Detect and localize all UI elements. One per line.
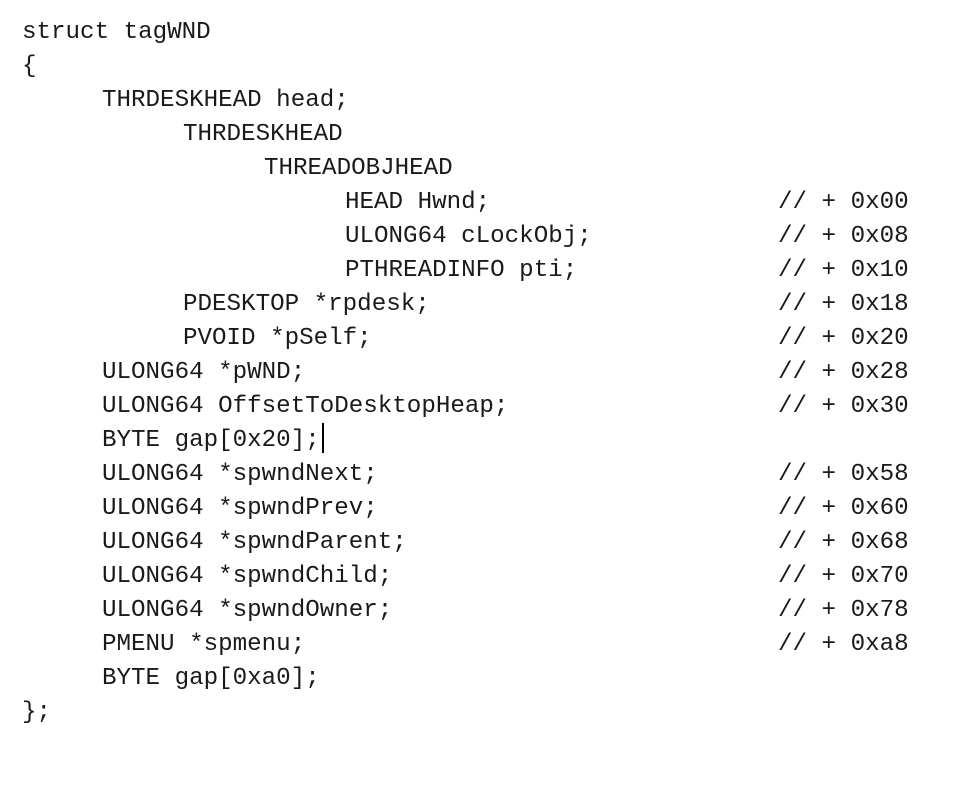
offset-comment: // + 0xa8 [778, 631, 909, 658]
text-caret[interactable] [321, 422, 324, 453]
code-text: ULONG64 *spwndChild; [102, 563, 393, 590]
code-line: BYTE gap[0xa0]; [0, 662, 320, 696]
code-line: BYTE gap[0x20]; [0, 422, 324, 458]
code-text: THRDESKHEAD head; [102, 87, 349, 114]
code-line: ULONG64 cLockObj; // + 0x08 [0, 220, 909, 254]
offset-comment: // + 0x58 [778, 461, 909, 488]
code-text: ULONG64 *pWND; [102, 359, 306, 386]
offset-comment: // + 0x68 [778, 529, 909, 556]
code-text: ULONG64 cLockObj; [345, 223, 592, 250]
code-line: HEAD Hwnd; // + 0x00 [0, 186, 909, 220]
offset-comment: // + 0x08 [778, 223, 909, 250]
code-line: ULONG64 *spwndParent; // + 0x68 [0, 526, 909, 560]
code-listing: struct tagWND { THRDESKHEAD head; THRDES… [0, 16, 909, 730]
code-line: PTHREADINFO pti; // + 0x10 [0, 254, 909, 288]
code-text: ULONG64 OffsetToDesktopHeap; [102, 393, 509, 420]
code-line: { [0, 50, 58, 84]
code-text: THREADOBJHEAD [264, 155, 453, 182]
offset-comment: // + 0x20 [778, 325, 909, 352]
code-line: THRDESKHEAD [0, 118, 343, 152]
code-text-with-caret: BYTE gap[0x20]; [102, 422, 324, 458]
code-line: PVOID *pSelf; // + 0x20 [0, 322, 909, 356]
code-text: BYTE gap[0x20]; [102, 427, 320, 454]
code-text: PVOID *pSelf; [183, 325, 372, 352]
code-text: PTHREADINFO pti; [345, 257, 578, 284]
offset-comment: // + 0x18 [778, 291, 909, 318]
code-text: ULONG64 *spwndPrev; [102, 495, 378, 522]
code-line: ULONG64 *spwndPrev; // + 0x60 [0, 492, 909, 526]
code-text: struct tagWND [22, 19, 211, 46]
code-text: { [22, 53, 37, 80]
code-text: }; [22, 699, 52, 726]
code-text: ULONG64 *spwndNext; [102, 461, 378, 488]
offset-comment: // + 0x60 [778, 495, 909, 522]
code-text: PMENU *spmenu; [102, 631, 306, 658]
code-line: PMENU *spmenu; // + 0xa8 [0, 628, 909, 662]
code-line: ULONG64 *spwndOwner; // + 0x78 [0, 594, 909, 628]
code-text: HEAD Hwnd; [345, 189, 491, 216]
offset-comment: // + 0x78 [778, 597, 909, 624]
code-text: ULONG64 *spwndParent; [102, 529, 407, 556]
code-text: ULONG64 *spwndOwner; [102, 597, 393, 624]
offset-comment: // + 0x28 [778, 359, 909, 386]
code-line: THRDESKHEAD head; [0, 84, 349, 118]
offset-comment: // + 0x70 [778, 563, 909, 590]
offset-comment: // + 0x30 [778, 393, 909, 420]
code-line: ULONG64 *pWND; // + 0x28 [0, 356, 909, 390]
offset-comment: // + 0x00 [778, 189, 909, 216]
code-line: struct tagWND [0, 16, 211, 50]
code-line: PDESKTOP *rpdesk; // + 0x18 [0, 288, 909, 322]
code-text: PDESKTOP *rpdesk; [183, 291, 430, 318]
code-line: THREADOBJHEAD [0, 152, 453, 186]
code-line: ULONG64 *spwndNext; // + 0x58 [0, 458, 909, 492]
code-text: THRDESKHEAD [183, 121, 343, 148]
code-line: ULONG64 *spwndChild; // + 0x70 [0, 560, 909, 594]
code-text: BYTE gap[0xa0]; [102, 665, 320, 692]
offset-comment: // + 0x10 [778, 257, 909, 284]
code-line: ULONG64 OffsetToDesktopHeap; // + 0x30 [0, 390, 909, 424]
code-line: }; [0, 696, 58, 730]
